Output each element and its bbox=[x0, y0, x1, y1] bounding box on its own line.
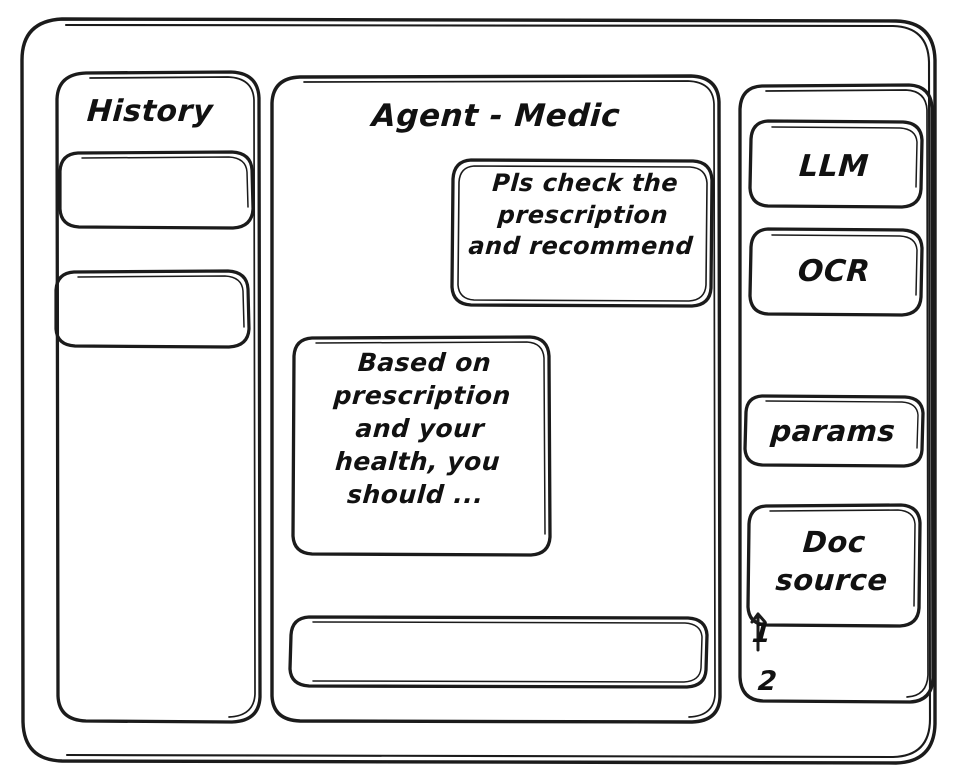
history-list-item-2[interactable] bbox=[54, 270, 251, 349]
tool-button-doc-source-label: Doc source bbox=[774, 525, 889, 598]
user-message-bubble: Pls check the prescription and recommend bbox=[452, 160, 713, 307]
assistant-message-bubble: Based on prescription and your health, y… bbox=[293, 337, 551, 556]
user-message-text: Pls check the prescription and recommend bbox=[467, 169, 695, 261]
doc-source-list-item-1[interactable]: 1 bbox=[750, 618, 773, 649]
composer-input[interactable] bbox=[290, 617, 708, 688]
tool-button-llm-label: LLM bbox=[798, 149, 871, 184]
tool-button-ocr-label: OCR bbox=[796, 254, 872, 289]
tool-button-params-label: params bbox=[769, 414, 897, 448]
history-panel-title: History bbox=[85, 94, 215, 129]
assistant-message-text: Based on prescription and your health, y… bbox=[332, 348, 512, 509]
agent-panel-title: Agent - Medic bbox=[370, 98, 622, 134]
doc-source-list-item-2[interactable]: 2 bbox=[756, 666, 779, 697]
history-list-item-1[interactable] bbox=[57, 151, 254, 230]
